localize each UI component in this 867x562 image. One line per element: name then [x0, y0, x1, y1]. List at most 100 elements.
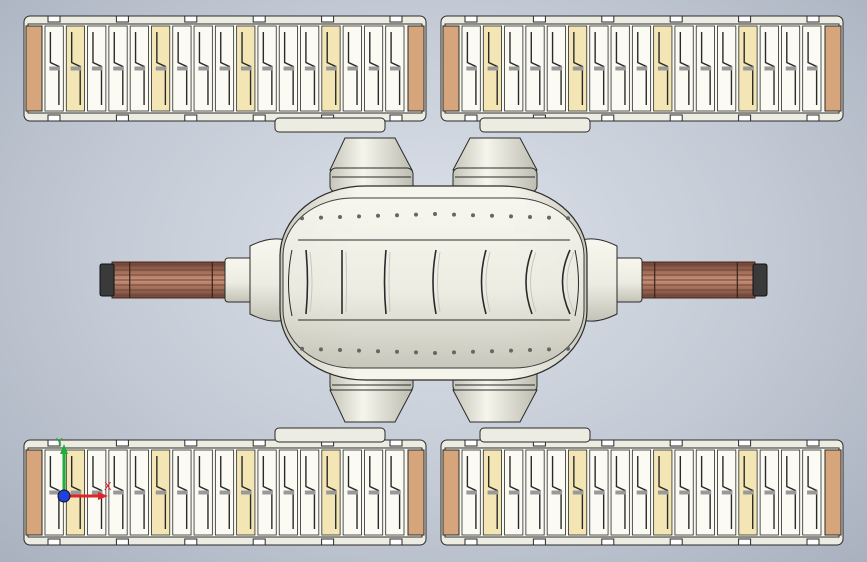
- track-cleat: [601, 114, 615, 122]
- hull-rib: [383, 249, 387, 315]
- tread-grouser: [786, 456, 797, 529]
- hull-rib: [305, 249, 309, 315]
- hull-rib-highlight: [566, 251, 575, 313]
- track-cleat: [532, 15, 546, 23]
- track-cleat: [738, 439, 752, 447]
- hull-rib-highlight: [437, 251, 441, 313]
- tread-grouser: [326, 32, 337, 105]
- hull-rivet: [547, 347, 551, 352]
- tread-pin: [594, 66, 605, 71]
- track-cleat: [389, 439, 403, 447]
- tread-pin: [572, 490, 584, 495]
- tread-pin: [657, 66, 669, 71]
- hull-rivet: [395, 349, 399, 354]
- tread-pin: [368, 490, 380, 495]
- tread-pin: [219, 490, 231, 495]
- tread-pin: [785, 490, 797, 495]
- track-cleat: [321, 538, 335, 546]
- tread-pin: [283, 490, 295, 495]
- hull-rivet: [566, 346, 570, 351]
- tread-pin: [219, 66, 231, 71]
- hull-rib: [432, 249, 437, 315]
- track-module-bottom-left[interactable]: [23, 439, 427, 546]
- tread-grouser: [369, 456, 380, 529]
- tread-pin: [615, 490, 627, 495]
- tread-grouser: [551, 456, 562, 529]
- track-cleat: [115, 114, 129, 122]
- track-module-bottom-right[interactable]: [440, 439, 844, 546]
- tread-pin: [240, 490, 252, 495]
- track-end-sprocket: [25, 449, 43, 536]
- tread-grouser: [134, 456, 145, 529]
- hull-rib-highlight: [388, 251, 391, 313]
- track-cleat: [669, 439, 683, 447]
- hull-rivet: [357, 214, 361, 219]
- tread-pin: [807, 66, 818, 71]
- tread-pin: [390, 66, 401, 71]
- tread-grouser: [390, 32, 401, 105]
- hull-rivet: [490, 213, 494, 218]
- tread-pin: [721, 66, 733, 71]
- track-end-sprocket: [407, 449, 425, 536]
- triad-y-label: Y: [55, 436, 63, 449]
- tread-pin: [347, 66, 359, 71]
- tread-pin: [155, 490, 167, 495]
- tread-grouser: [347, 32, 358, 105]
- tread-grouser: [177, 456, 188, 529]
- tread-pin: [177, 66, 188, 71]
- hull-rivet: [338, 215, 342, 219]
- track-cleat: [47, 439, 61, 447]
- tread-grouser: [70, 32, 81, 105]
- track-cleat: [806, 15, 820, 23]
- tread-grouser: [305, 456, 316, 529]
- track-cleat: [184, 114, 198, 122]
- tread-pin: [466, 490, 477, 495]
- track-cleat: [601, 538, 615, 546]
- tread-grouser: [530, 456, 541, 529]
- main-hull[interactable]: [279, 185, 588, 381]
- left-gun-barrel[interactable]: [99, 238, 286, 322]
- tread-pin: [636, 66, 648, 71]
- tread-grouser: [743, 456, 754, 529]
- track-cleat: [669, 15, 683, 23]
- tread-pin: [49, 490, 60, 495]
- track-module-top-left[interactable]: [23, 15, 427, 122]
- tread-grouser: [764, 32, 775, 105]
- hull-rivet: [319, 347, 323, 352]
- tread-pin: [636, 490, 648, 495]
- tread-pin: [487, 66, 499, 71]
- tread-pin: [113, 490, 124, 495]
- track-module-top-right[interactable]: [440, 15, 844, 122]
- track-cleat: [669, 538, 683, 546]
- right-gun-barrel[interactable]: [581, 238, 768, 322]
- tread-pin: [283, 66, 295, 71]
- hull-rivet: [300, 346, 304, 351]
- tread-grouser: [241, 32, 252, 105]
- tread-grouser: [637, 456, 647, 529]
- tread-grouser: [283, 32, 294, 105]
- tread-pin: [785, 66, 797, 71]
- tread-grouser: [530, 32, 541, 105]
- tread-pin: [91, 66, 103, 71]
- hull-rivet: [414, 212, 418, 217]
- hull-rivet: [471, 349, 475, 354]
- hull-rivet: [433, 212, 437, 216]
- tread-grouser: [369, 32, 380, 105]
- track-cleat: [806, 538, 820, 546]
- tread-grouser: [92, 32, 103, 105]
- hull-rivet: [528, 215, 532, 219]
- tread-grouser: [700, 32, 711, 105]
- tread-pin: [70, 66, 82, 71]
- hull-rivet: [414, 350, 418, 355]
- hull-rivet: [395, 213, 399, 218]
- track-cleat: [184, 439, 198, 447]
- tread-grouser: [390, 456, 401, 529]
- tread-pin: [679, 66, 690, 71]
- track-mount-brackets: [274, 117, 591, 443]
- tread-grouser: [134, 32, 145, 105]
- tread-pin: [551, 490, 563, 495]
- tread-grouser: [198, 456, 209, 529]
- tread-grouser: [156, 456, 167, 529]
